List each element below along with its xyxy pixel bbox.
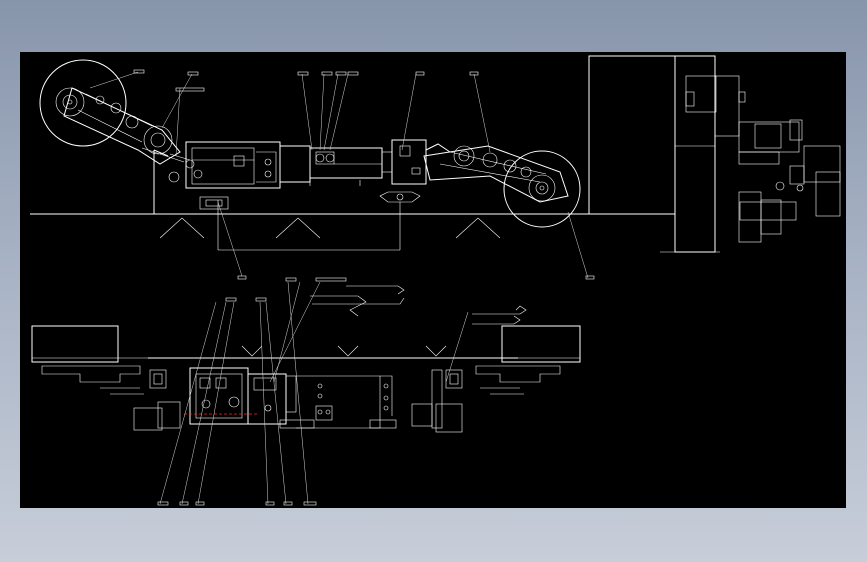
cad-drawing-viewport[interactable] (20, 52, 846, 508)
plan-view (31, 277, 581, 506)
right-arm-assembly (423, 145, 569, 203)
leader-lines-elevation (89, 69, 595, 280)
motor-housing (185, 141, 281, 189)
plan-right-brackets (411, 365, 561, 433)
plan-center-module (184, 367, 397, 429)
left-arm-assembly (63, 87, 195, 183)
leader-lines-plan (157, 277, 527, 506)
right-drive-unit (391, 139, 451, 185)
plan-left-brackets (41, 365, 181, 431)
cad-drawing-canvas (30, 55, 841, 506)
side-view (588, 55, 841, 253)
floor-hatching (159, 200, 501, 251)
left-support-base (153, 149, 229, 214)
elevation-view (30, 59, 628, 280)
center-track-module (379, 191, 421, 203)
right-wheel (503, 150, 581, 228)
drive-shaft-assembly (279, 145, 393, 186)
left-wheel (39, 59, 127, 147)
